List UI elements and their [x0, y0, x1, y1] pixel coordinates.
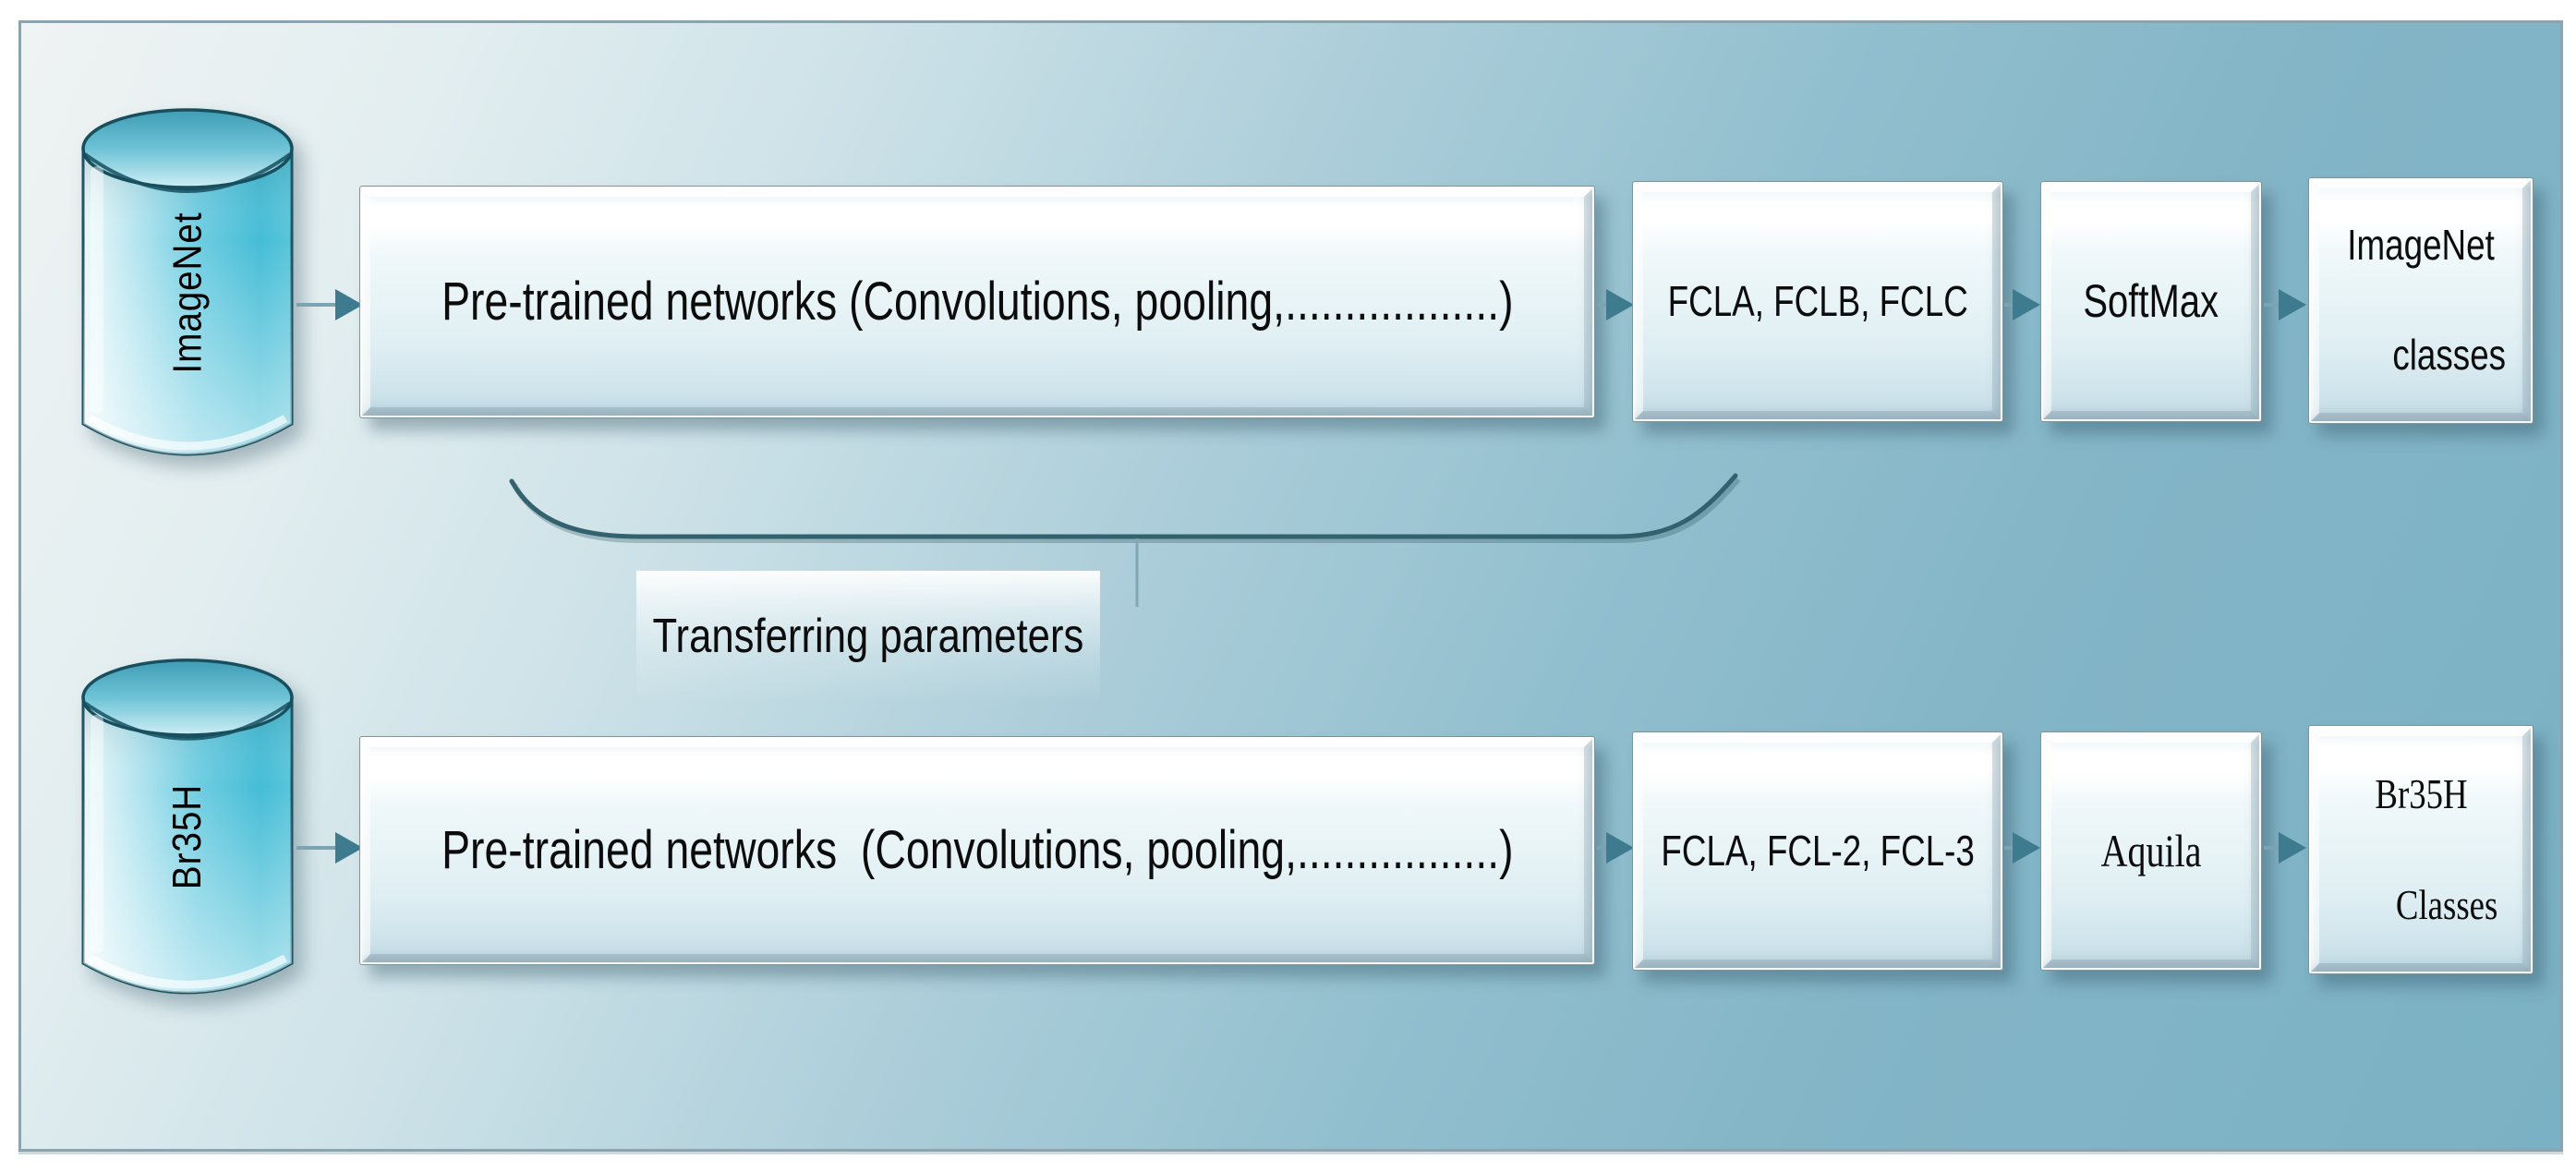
flow-arrow-backbone-to-fcl-row2 [1597, 832, 1634, 864]
imagenet-database-cylinder: ImageNet [77, 106, 298, 479]
output-box-row2-line2: Classes [2395, 880, 2497, 928]
flow-arrow-activation-to-output-row2 [2264, 832, 2306, 864]
flow-arrow-fcl-to-activation-row2 [2004, 832, 2040, 864]
flow-arrow-fcl-to-activation-row1 [2004, 289, 2040, 320]
activation-box-row2-label: Aquila [2100, 825, 2202, 877]
backbone-box-row1-label: Pre-trained networks (Convolutions, pool… [441, 271, 1514, 332]
output-box-row1: ImageNet classes [2308, 177, 2534, 424]
output-box-row2-line1: Br35H [2374, 770, 2468, 818]
activation-box-row1-label: SoftMax [2083, 275, 2219, 328]
diagram-canvas: ImageNet Pre-trained networks (Convoluti… [18, 20, 2563, 1152]
output-box-row1-line1: ImageNet [2347, 220, 2495, 269]
flow-arrow-source-to-backbone-row1 [296, 289, 363, 320]
transfer-label-text: Transferring parameters [652, 609, 1084, 663]
br35h-database-cylinder: Br35H [77, 657, 298, 1017]
backbone-box-row2-label: Pre-trained networks (Convolutions, pool… [441, 819, 1514, 880]
transfer-label-box: Transferring parameters [636, 571, 1100, 702]
activation-box-row1: SoftMax [2040, 181, 2262, 422]
flow-arrow-source-to-backbone-row2 [296, 832, 363, 864]
backbone-box-row1: Pre-trained networks (Convolutions, pool… [359, 186, 1595, 418]
fcl-box-row1: FCLA, FCLB, FCLC [1632, 181, 2003, 422]
fcl-box-row1-label: FCLA, FCLB, FCLC [1667, 276, 1968, 325]
output-box-row2-label: Br35H Classes [2344, 767, 2497, 932]
cylinder-shape-icon [81, 108, 294, 456]
cylinder-shape-icon [81, 658, 294, 995]
fcl-box-row2: FCLA, FCL-2, FCL-3 [1632, 731, 2003, 971]
backbone-box-row2: Pre-trained networks (Convolutions, pool… [359, 736, 1595, 965]
output-box-row1-line2: classes [2392, 331, 2507, 380]
activation-box-row2: Aquila [2040, 731, 2262, 971]
flow-arrow-backbone-to-fcl-row1 [1597, 289, 1634, 320]
output-box-row1-label: ImageNet classes [2336, 218, 2506, 383]
flow-arrow-activation-to-output-row1 [2264, 289, 2306, 320]
fcl-box-row2-label: FCLA, FCL-2, FCL-3 [1661, 826, 1975, 875]
output-box-row2: Br35H Classes [2308, 725, 2534, 974]
